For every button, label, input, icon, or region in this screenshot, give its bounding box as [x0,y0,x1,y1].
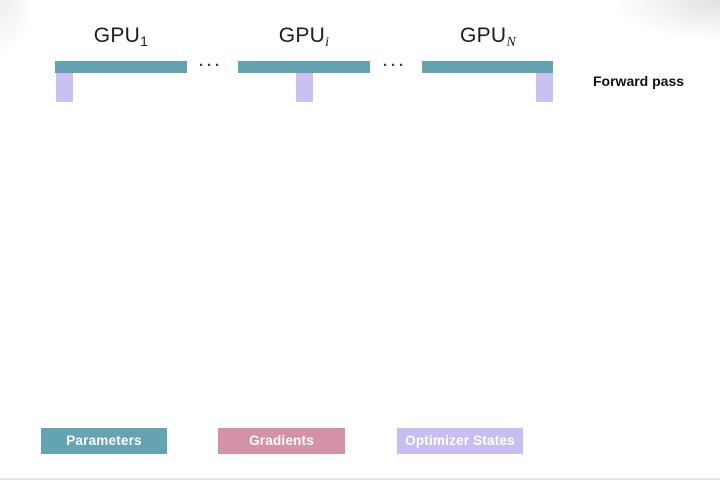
gpu-label-i: GPUi [238,24,370,51]
optimizer-states-shard-gpu-1 [56,73,73,102]
parameters-bar-gpu-i [238,61,370,73]
ellipsis-separator-1: ··· [199,57,223,74]
gpu-label-base: GPU [459,24,507,47]
legend-item-optimizer-states: Optimizer States [397,428,523,454]
stage-label: Forward pass [593,73,685,89]
legend-item-parameters: Parameters [41,428,167,454]
ellipsis-separator-2: ··· [383,57,407,74]
gpu-label-base: GPU [93,24,141,47]
gpu-label-n: GPUN [422,24,554,51]
optimizer-states-shard-gpu-n [536,73,553,102]
gpu-label-subscript: 1 [140,33,149,49]
gpu-label-subscript: i [325,35,330,50]
gpu-label-base: GPU [278,24,326,47]
parameters-bar-gpu-1 [55,61,187,73]
gpu-label-subscript: N [506,35,517,50]
optimizer-states-shard-gpu-i [296,73,313,102]
parameters-bar-gpu-n [422,61,553,73]
legend-item-gradients: Gradients [218,428,345,454]
page-corner-shade-top-right [530,0,720,72]
page-boundary-line [0,478,720,480]
gpu-label-1: GPU1 [55,24,187,49]
